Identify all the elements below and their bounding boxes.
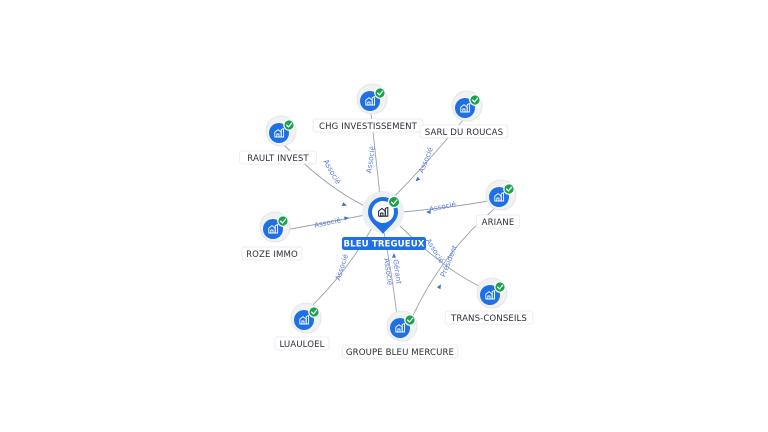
node-label: LUAULOEL — [274, 336, 330, 351]
node-disc — [455, 98, 475, 118]
verified-check-icon — [503, 183, 515, 195]
node-disc — [269, 123, 289, 143]
building-icon — [395, 323, 406, 333]
center-label: BLEU TREGUEUX — [341, 237, 427, 250]
node-label: TRANS-CONSEILS — [444, 310, 534, 325]
node-label: ROZE IMMO — [241, 246, 303, 261]
verified-check-icon — [494, 281, 506, 293]
node-label-text: GROUPE BLEU MERCURE — [346, 348, 454, 358]
edge-arrow-icon — [341, 202, 347, 206]
node-sarl[interactable]: SARL DU ROUCAS — [419, 90, 509, 139]
edge-luauloel — [309, 227, 373, 309]
nodes-layer: CHG INVESTISSEMENT SARL DU ROUCAS RAULT IN… — [239, 83, 534, 359]
node-label: RAULT INVEST — [239, 150, 317, 165]
node-disc — [294, 310, 314, 330]
edge-trans — [399, 225, 482, 288]
edge-label: Associé — [333, 252, 350, 281]
verified-check-icon — [277, 215, 289, 227]
center-node[interactable]: BLEU TREGUEUX — [341, 191, 427, 250]
node-luauloel[interactable]: LUAULOEL — [274, 302, 330, 351]
node-label-text: ROZE IMMO — [246, 250, 298, 260]
center-label-text: BLEU TREGUEUX — [343, 240, 424, 250]
edge-ariane — [402, 200, 489, 213]
edge-label: Associé — [416, 145, 435, 174]
edge-arrow-icon — [415, 176, 421, 182]
building-icon — [494, 192, 505, 202]
node-label-text: TRANS-CONSEILS — [450, 314, 527, 324]
node-label-text: ARIANE — [482, 218, 515, 228]
edge-label: Associé — [364, 145, 377, 174]
edge-label: Associé — [382, 258, 395, 287]
node-disc — [480, 285, 500, 305]
node-label: ARIANE — [475, 214, 521, 229]
node-label: SARL DU ROUCAS — [419, 124, 509, 139]
building-icon — [274, 128, 285, 138]
edge-arrow-icon — [436, 284, 441, 290]
node-disc — [360, 91, 380, 111]
edge-label: Associé — [428, 199, 457, 214]
node-chg[interactable]: CHG INVESTISSEMENT — [312, 83, 424, 133]
node-label-text: CHG INVESTISSEMENT — [319, 122, 418, 132]
node-ariane[interactable]: ARIANE — [475, 179, 521, 229]
node-trans[interactable]: TRANS-CONSEILS — [444, 277, 534, 325]
edge-roze — [284, 214, 366, 231]
node-label-text: LUAULOEL — [279, 340, 324, 350]
edge-label: Gérant — [391, 259, 403, 285]
edge-label: Associé — [313, 215, 342, 230]
verified-check-icon — [374, 87, 386, 99]
node-groupe[interactable]: GROUPE BLEU MERCURE — [341, 310, 459, 359]
edge-label: Associé — [321, 158, 343, 187]
building-icon — [378, 206, 389, 217]
building-icon — [485, 290, 496, 300]
edge-arrow-icon — [426, 210, 431, 214]
node-roze[interactable]: ROZE IMMO — [241, 211, 303, 261]
node-label-text: SARL DU ROUCAS — [425, 128, 503, 138]
node-label: GROUPE BLEU MERCURE — [341, 344, 459, 359]
node-label: CHG INVESTISSEMENT — [312, 118, 424, 133]
verified-check-icon — [404, 314, 416, 326]
node-disc — [489, 187, 509, 207]
node-disc — [390, 318, 410, 338]
verified-check-icon — [283, 119, 295, 131]
node-rault[interactable]: RAULT INVEST — [239, 115, 317, 165]
node-disc — [263, 219, 283, 239]
building-icon — [365, 96, 376, 106]
building-icon — [460, 103, 471, 113]
node-label-text: RAULT INVEST — [247, 154, 309, 164]
edge-arrow-icon — [392, 253, 396, 258]
verified-check-icon — [308, 306, 320, 318]
verified-check-icon — [469, 94, 481, 106]
edge-arrow-icon — [344, 216, 349, 221]
building-icon — [299, 315, 310, 325]
verified-check-icon — [387, 195, 401, 209]
building-icon — [268, 224, 279, 234]
